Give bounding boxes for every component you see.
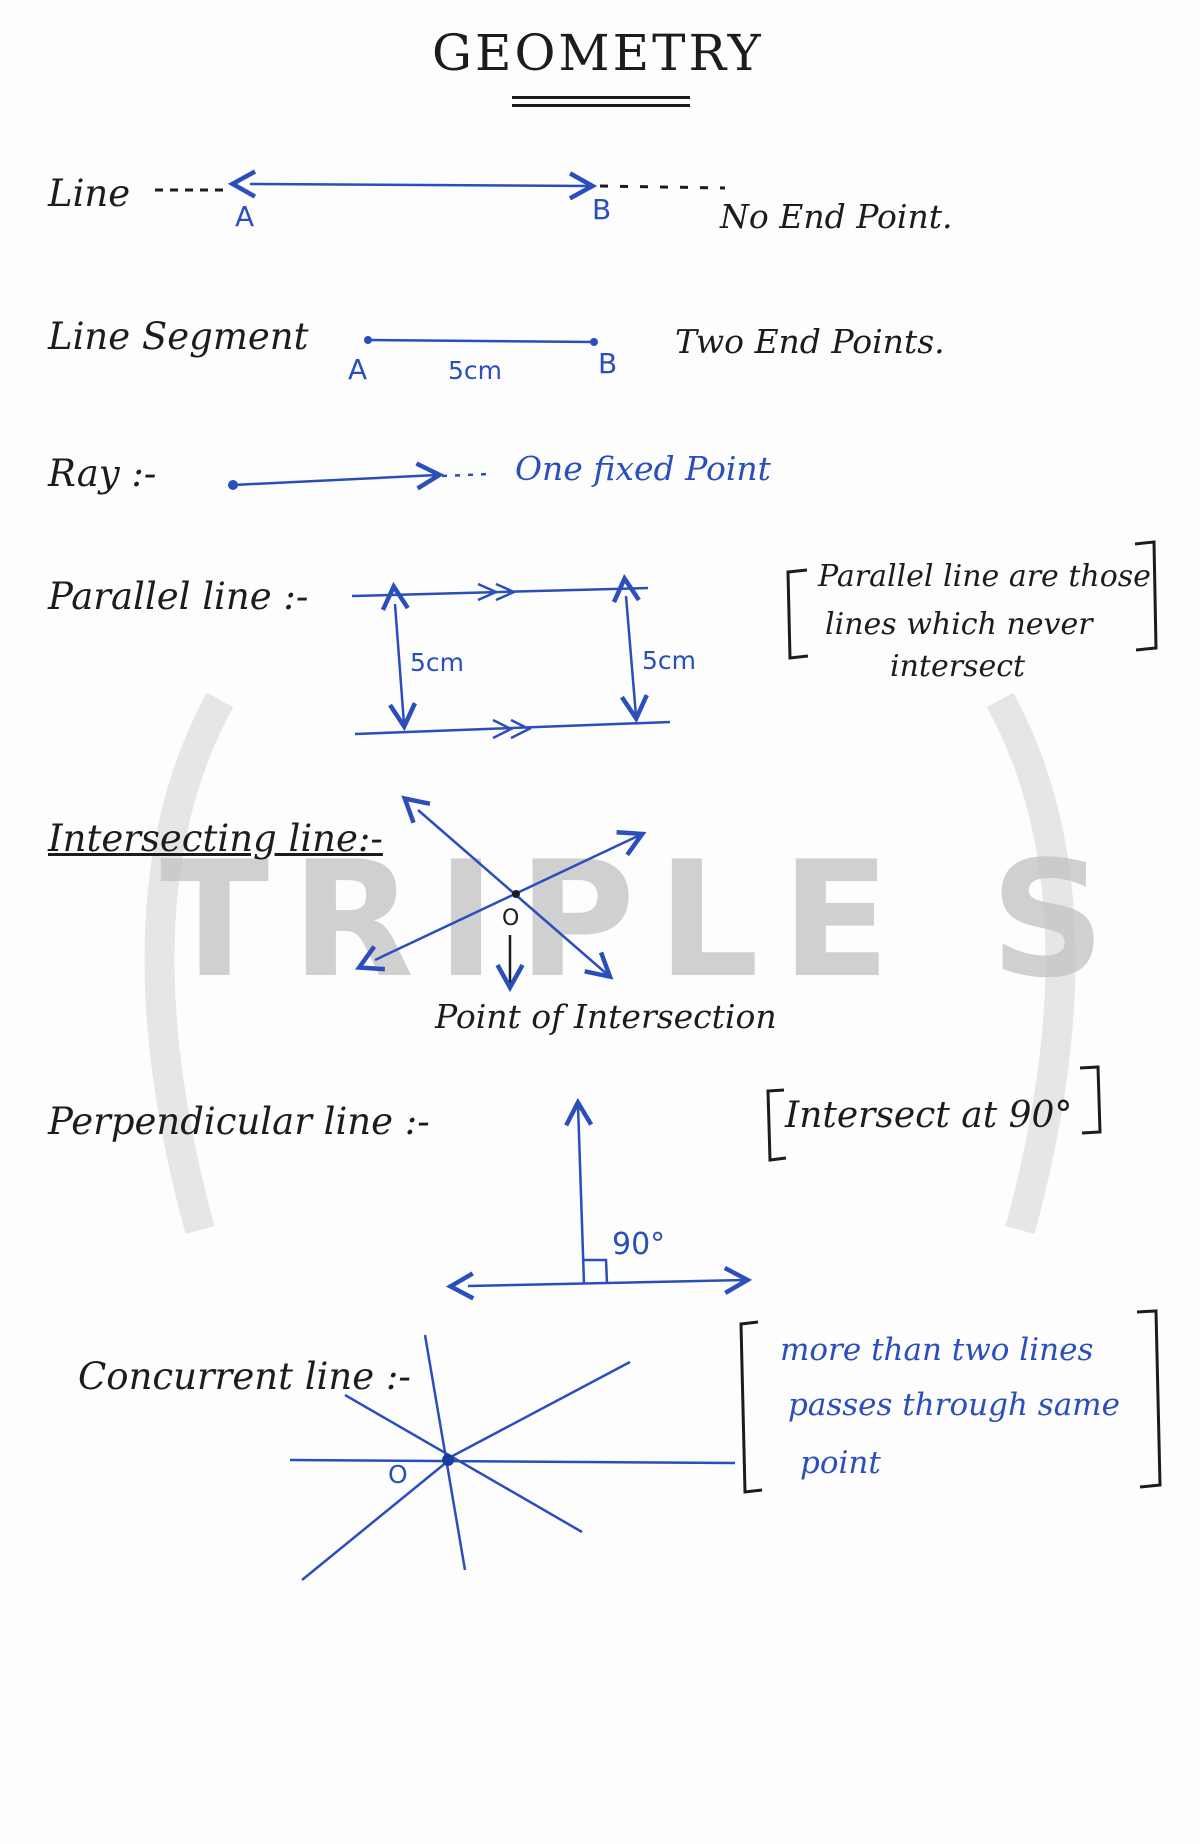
line-diagram bbox=[155, 169, 726, 201]
concurrent-diagram bbox=[289, 1334, 736, 1581]
segment-point-b: B bbox=[598, 347, 618, 380]
line-note: No End Point. bbox=[720, 197, 953, 236]
parallel-note-line3: intersect bbox=[890, 649, 1026, 684]
parallel-note-line1: Parallel line are those bbox=[818, 559, 1151, 594]
intersecting-label: Intersecting line:- bbox=[48, 817, 383, 860]
parallel-right-distance: 5cm bbox=[642, 646, 697, 675]
concurrent-note-line3: point bbox=[800, 1445, 881, 1481]
parallel-label: Parallel line :- bbox=[48, 575, 309, 618]
line-segment-diagram bbox=[364, 336, 598, 346]
intersection-point: O bbox=[502, 906, 520, 931]
concurrent-note-line1: more than two lines bbox=[780, 1332, 1094, 1368]
line-point-b: B bbox=[592, 193, 612, 226]
perpendicular-angle: 90° bbox=[612, 1227, 666, 1262]
ray-diagram bbox=[228, 461, 491, 491]
concurrent-label: Concurrent line :- bbox=[78, 1355, 411, 1398]
title-underline bbox=[512, 96, 690, 99]
ray-label: Ray :- bbox=[48, 452, 157, 495]
intersecting-diagram bbox=[354, 795, 647, 980]
segment-note: Two End Points. bbox=[675, 322, 945, 361]
parallel-left-distance: 5cm bbox=[410, 648, 465, 677]
page-title: GEOMETRY bbox=[432, 24, 764, 82]
concurrent-point: O bbox=[388, 1460, 408, 1489]
line-point-a: A bbox=[235, 200, 255, 233]
parallel-note-line2: lines which never bbox=[825, 607, 1093, 642]
segment-point-a: A bbox=[348, 353, 368, 386]
perpendicular-diagram bbox=[445, 1097, 753, 1301]
perpendicular-note: Intersect at 90° bbox=[785, 1095, 1073, 1136]
ray-note: One fixed Point bbox=[515, 449, 771, 488]
intersection-caption: Point of Intersection bbox=[435, 997, 777, 1036]
title-underline-2 bbox=[512, 104, 690, 107]
concurrent-note-line2: passes through same bbox=[788, 1387, 1120, 1423]
parallel-diagram bbox=[351, 573, 671, 740]
perpendicular-label: Perpendicular line :- bbox=[48, 1100, 430, 1143]
line-label: Line bbox=[48, 172, 131, 215]
bracket-lines bbox=[739, 540, 1162, 1494]
segment-label: Line Segment bbox=[48, 315, 309, 358]
segment-length: 5cm bbox=[448, 356, 503, 385]
